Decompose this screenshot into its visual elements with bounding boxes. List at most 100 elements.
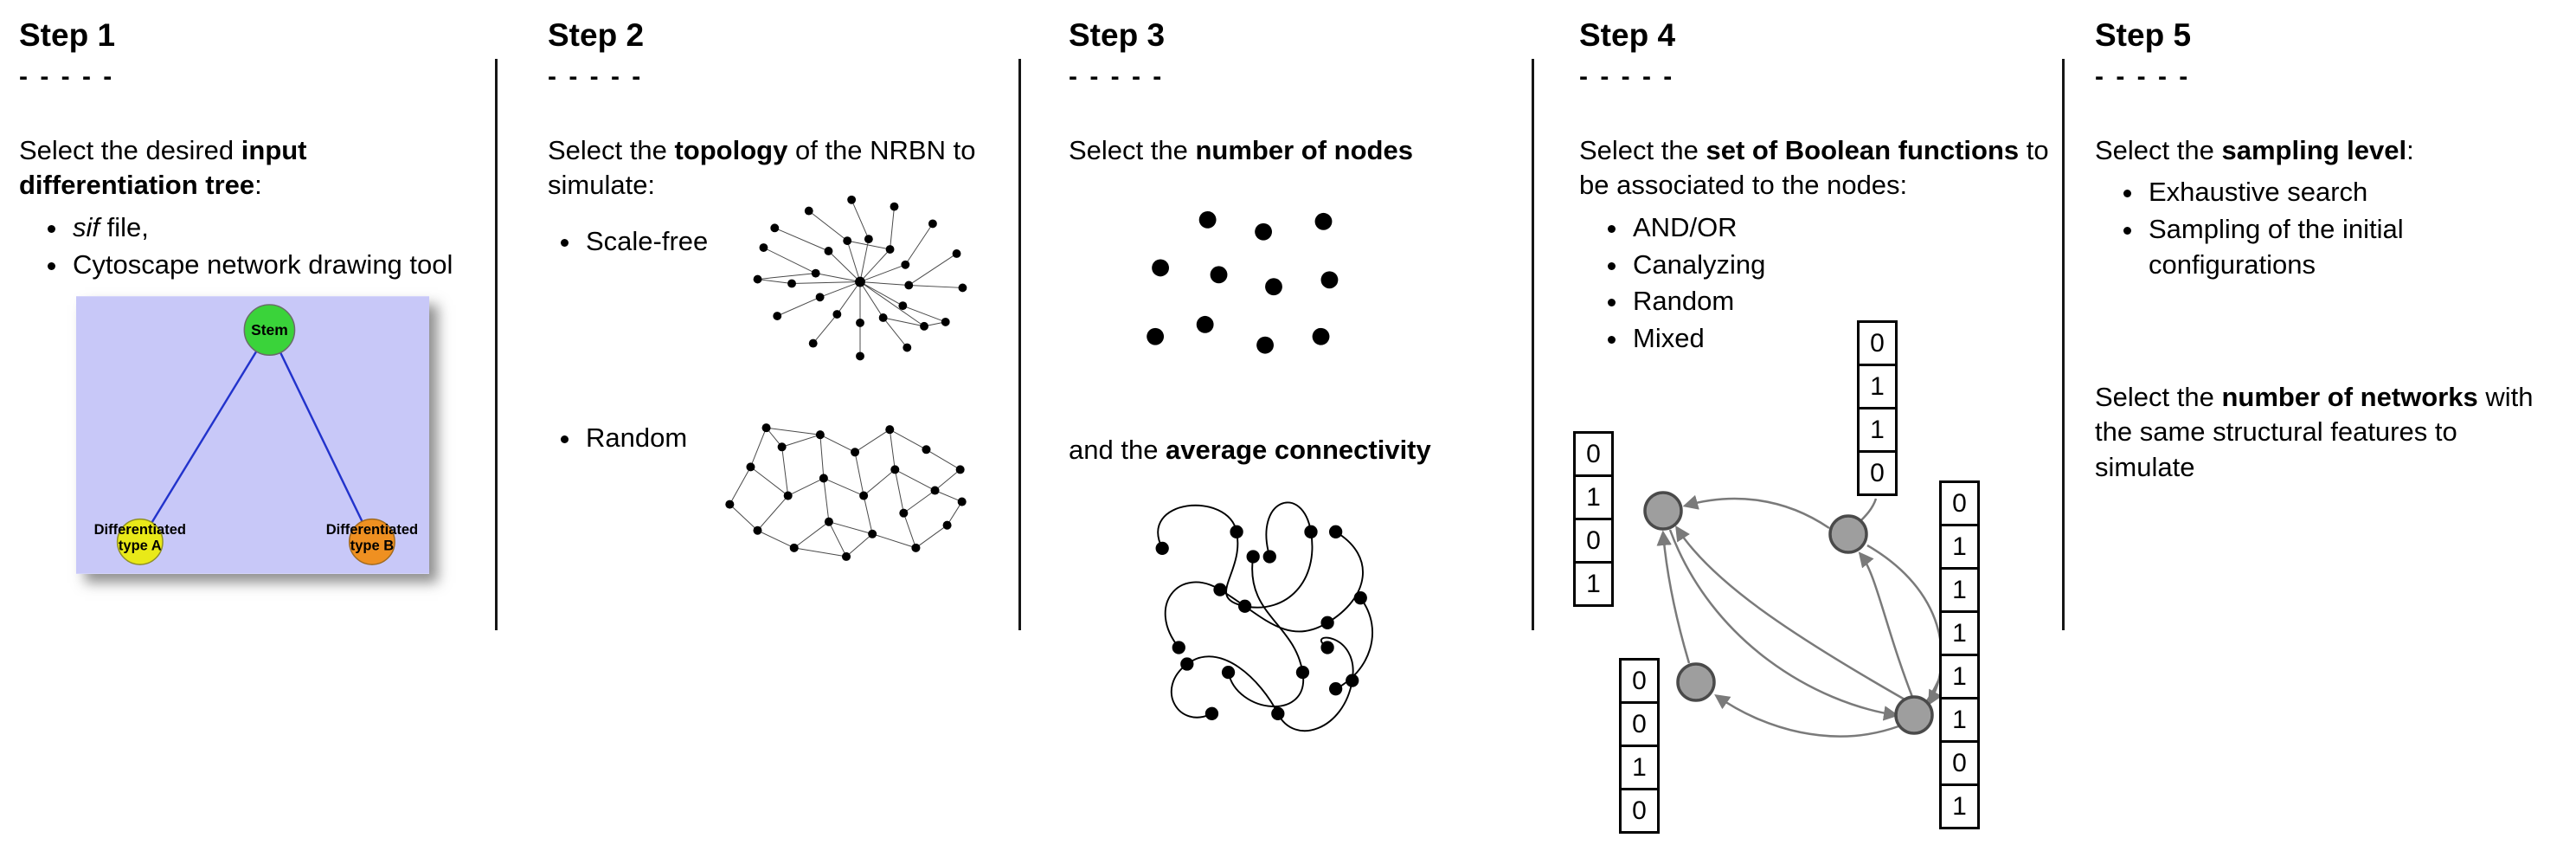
step1-desc-pre: Select the desired — [19, 135, 241, 165]
step5-description-1: Select the sampling level: — [2095, 133, 2559, 168]
boolean-network-figure: 0 1 0 1 0 1 1 0 0 1 1 1 1 1 0 1 — [1573, 313, 2058, 848]
differentiated-type-a-node — [116, 519, 164, 566]
sif-rest: file, — [100, 211, 149, 242]
step3-dashed-line: - - - - - — [1069, 62, 1165, 91]
step5-description-2: Select the number of networks with the s… — [2095, 380, 2559, 485]
step5-desc1-pre: Select the — [2095, 135, 2222, 165]
type-a-label-line1: Differentiated — [94, 523, 186, 538]
truth-table-cell: 0 — [1573, 518, 1614, 564]
truth-table-cell: 1 — [1619, 745, 1660, 790]
truth-table-cell: 0 — [1619, 701, 1660, 747]
random-row: Random — [548, 402, 1005, 576]
step5-desc1-bold: sampling level — [2221, 135, 2407, 165]
step5-desc2-bold: number of networks — [2221, 382, 2478, 413]
sif-italic: sif — [73, 211, 100, 242]
truth-table-right: 0 1 1 1 1 1 0 1 — [1939, 480, 1980, 829]
connectivity-curves — [1157, 501, 1374, 732]
step2-desc-bold: topology — [674, 135, 788, 165]
step5-desc2-post: with the same structural features to sim… — [2095, 382, 2534, 482]
truth-table-cell: 1 — [1939, 610, 1980, 656]
scale-free-nodes — [753, 195, 967, 360]
step4-title: Step 4 — [1579, 17, 1676, 53]
connectivity-dots — [1155, 525, 1367, 720]
random-network-figure — [725, 422, 967, 561]
boolean-network-edges — [1656, 494, 1943, 738]
step3-column: Step 3 - - - - - Select the number of no… — [1021, 0, 1532, 851]
bullet-and-or: AND/OR — [1629, 210, 2052, 246]
truth-table-bottom: 0 0 1 0 — [1619, 658, 1660, 834]
step2-column: Step 2 - - - - - Select the topology of … — [498, 0, 1018, 851]
bullet-mixed: Mixed — [1629, 321, 2052, 357]
bullet-cytoscape: Cytoscape network drawing tool — [69, 248, 486, 283]
step5-desc2-pre: Select the — [2095, 382, 2222, 413]
truth-table-cell: 0 — [1857, 450, 1898, 496]
truth-table-top: 0 1 1 0 — [1857, 320, 1898, 496]
step5-desc1-post: : — [2406, 135, 2414, 165]
differentiated-type-b-node — [348, 519, 395, 566]
bullet-exhaustive-search: Exhaustive search — [2145, 175, 2559, 210]
stem-node — [243, 304, 296, 357]
step5-title: Step 5 — [2095, 17, 2192, 53]
scatter-dots — [1147, 211, 1339, 354]
truth-table-cell: 1 — [1857, 407, 1898, 453]
bullet-sampling-initial: Sampling of the initial configurations — [2145, 212, 2559, 283]
step4-dashed-line: - - - - - — [1579, 62, 1675, 91]
truth-table-cell: 1 — [1573, 474, 1614, 520]
bullet-random-fn: Random — [1629, 284, 2052, 319]
type-b-label-line1: Differentiated — [326, 523, 418, 538]
type-a-label-line2: type A — [119, 538, 162, 554]
column-divider-2 — [1018, 59, 1021, 630]
scale-free-row: Scale-free — [548, 195, 1005, 386]
truth-table-cell: 1 — [1939, 654, 1980, 699]
step2-description: Select the topology of the NRBN to simul… — [548, 133, 1005, 203]
gene-node-c — [1676, 662, 1716, 702]
step4-description: Select the set of Boolean functions to b… — [1579, 133, 2052, 203]
step2-desc-post: of the NRBN to simulate: — [548, 135, 976, 201]
step3-desc1-bold: number of nodes — [1195, 135, 1413, 165]
truth-table-cell: 1 — [1939, 697, 1980, 743]
scale-free-network-figure — [753, 195, 967, 360]
step3-description-2: and the average connectivity — [1069, 433, 1519, 467]
step1-bullet-list: sif file, Cytoscape network drawing tool — [19, 210, 486, 283]
differentiation-tree-figure: Stem Differentiated type A Differentiate… — [76, 296, 429, 575]
truth-table-cell: 1 — [1857, 364, 1898, 409]
truth-table-cell: 1 — [1573, 561, 1614, 607]
column-divider-3 — [1532, 59, 1534, 630]
bullet-canalyzing: Canalyzing — [1629, 248, 2052, 283]
bullet-scale-free: Scale-free — [586, 225, 709, 256]
gene-node-d — [1894, 695, 1934, 735]
step1-dashed-line: - - - - - — [19, 62, 115, 91]
step2-desc-pre: Select the — [548, 135, 675, 165]
step2-dashed-line: - - - - - — [548, 62, 644, 91]
gene-node-a — [1643, 491, 1683, 531]
type-b-label-line2: type B — [350, 538, 395, 554]
bullet-sif-file: sif file, — [69, 210, 486, 246]
step3-desc1-pre: Select the — [1069, 135, 1196, 165]
step5-column: Step 5 - - - - - Select the sampling lev… — [2065, 0, 2576, 851]
truth-table-cell: 0 — [1939, 740, 1980, 786]
truth-table-cell: 1 — [1939, 567, 1980, 613]
step1-desc-post: : — [254, 170, 262, 201]
truth-table-cell: 1 — [1939, 783, 1980, 829]
column-divider-1 — [495, 59, 498, 630]
step4-desc-post: to be associated to the nodes: — [1579, 135, 2049, 201]
step1-description: Select the desired input differentiation… — [19, 133, 486, 203]
step4-desc-bold: set of Boolean functions — [1706, 135, 2020, 165]
boolean-network-graph — [1643, 491, 1943, 738]
step3-description-1: Select the number of nodes — [1069, 133, 1519, 168]
truth-table-cell: 0 — [1573, 431, 1614, 477]
truth-table-cell: 0 — [1619, 658, 1660, 704]
scale-free-edges — [757, 199, 963, 356]
tree-edges — [138, 329, 374, 543]
step1-desc-bold: input differentiation tree — [19, 135, 307, 201]
step4-bullet-list: AND/OR Canalyzing Random Mixed — [1579, 210, 2052, 358]
truth-table-left: 0 1 0 1 — [1573, 431, 1614, 607]
stem-label: Stem — [251, 321, 288, 338]
connectivity-network-figure — [1155, 501, 1374, 732]
column-divider-4 — [2062, 59, 2065, 630]
step5-bullet-list: Exhaustive search Sampling of the initia… — [2095, 175, 2559, 283]
gene-node-b — [1828, 514, 1868, 554]
step3-title: Step 3 — [1069, 17, 1166, 53]
truth-table-cell: 0 — [1857, 320, 1898, 366]
